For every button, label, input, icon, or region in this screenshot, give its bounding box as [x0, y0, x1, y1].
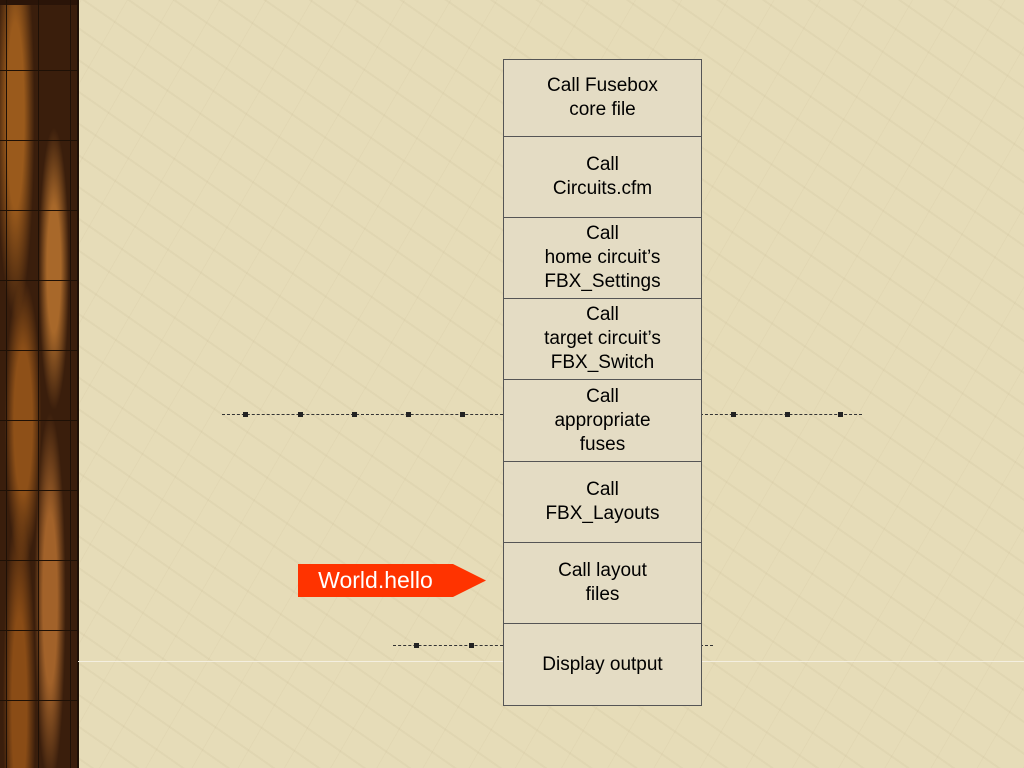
step-call-circuits: Call Circuits.cfm — [504, 137, 701, 218]
line-marker — [731, 412, 736, 417]
step-call-fuses: Call appropriate fuses — [504, 380, 701, 462]
step-call-layout-files: Call layout files — [504, 543, 701, 624]
callout-label: World.hello — [298, 564, 453, 597]
dashed-line-lower-left — [393, 645, 503, 646]
line-marker — [298, 412, 303, 417]
line-marker — [460, 412, 465, 417]
process-stack: Call Fusebox core file Call Circuits.cfm… — [503, 59, 702, 706]
line-marker — [352, 412, 357, 417]
dashed-line-upper-right — [700, 414, 862, 415]
step-call-fbx-layouts: Call FBX_Layouts — [504, 462, 701, 543]
dashed-line-lower-right — [700, 645, 713, 646]
step-display-output: Display output — [504, 624, 701, 706]
line-marker — [243, 412, 248, 417]
line-marker — [838, 412, 843, 417]
line-marker — [406, 412, 411, 417]
decorative-sidebar — [0, 0, 79, 768]
step-call-fusebox-core: Call Fusebox core file — [504, 60, 701, 137]
line-marker — [785, 412, 790, 417]
dashed-line-upper-left — [222, 414, 503, 415]
callout-arrow-icon — [453, 564, 486, 597]
line-marker — [414, 643, 419, 648]
step-call-fbx-switch: Call target circuit’s FBX_Switch — [504, 299, 701, 380]
line-marker — [469, 643, 474, 648]
step-call-fbx-settings: Call home circuit’s FBX_Settings — [504, 218, 701, 299]
